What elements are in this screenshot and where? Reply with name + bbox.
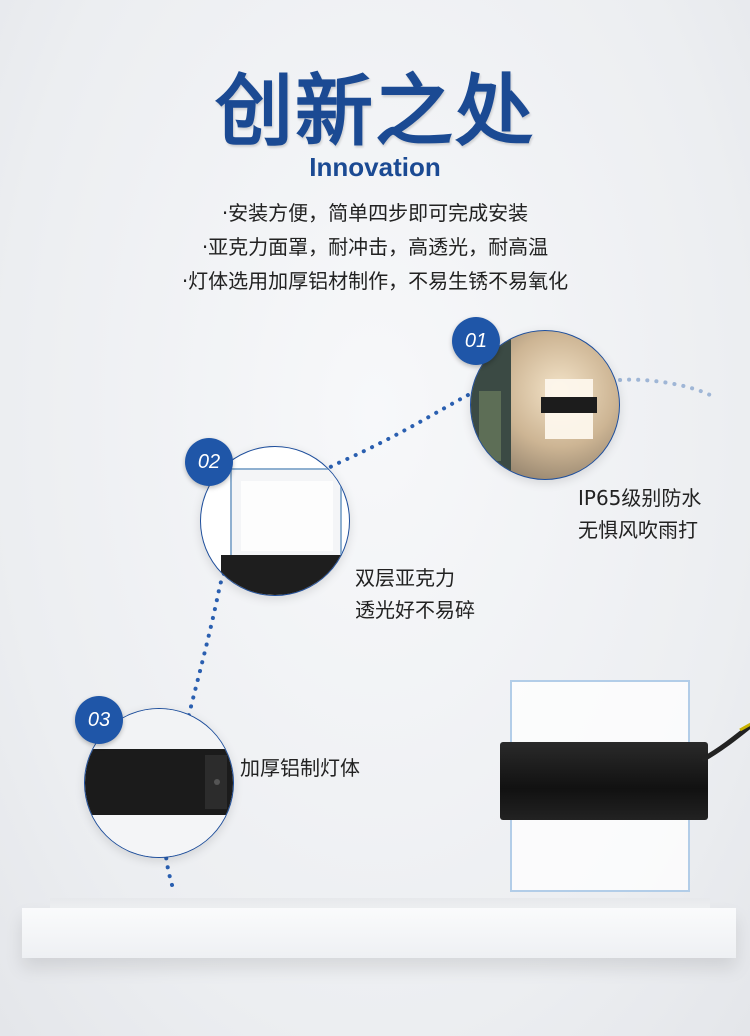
callout-label-line: 双层亚克力: [355, 566, 455, 590]
feature-item: ·灯体选用加厚铝材制作，不易生锈不易氧化: [181, 269, 569, 293]
callout-label-line: 透光好不易碎: [355, 598, 475, 622]
callout-badge-01: 01: [452, 317, 500, 365]
power-cable-icon: [700, 722, 750, 763]
callout-badge-02: 02: [185, 438, 233, 486]
wall-lamp-product: [500, 680, 750, 892]
page-title: 创新之处: [214, 67, 535, 157]
acrylic-closeup-icon: [221, 468, 349, 595]
feature-list: ·安装方便，简单四步即可完成安装 ·亚克力面罩，耐冲击，高透光，耐高温 ·灯体选…: [0, 196, 750, 298]
lamp-upper-shade: [510, 680, 690, 746]
feature-item: ·亚克力面罩，耐冲击，高透光，耐高温: [201, 235, 549, 259]
callout-label-03: 加厚铝制灯体: [240, 752, 360, 784]
callout-label-line: IP65级别防水: [578, 486, 702, 510]
callout-label-line: 加厚铝制灯体: [240, 756, 360, 780]
callout-label-02: 双层亚克力 透光好不易碎: [355, 562, 475, 626]
callout-label-01: IP65级别防水 无惧风吹雨打: [578, 482, 701, 546]
lamp-lower-shade: [510, 820, 690, 892]
display-shelf: [22, 908, 736, 958]
callout-label-line: 无惧风吹雨打: [578, 518, 698, 542]
feature-item: ·安装方便，简单四步即可完成安装: [221, 201, 529, 225]
page-subtitle: Innovation: [309, 152, 441, 182]
callout-badge-03: 03: [75, 696, 123, 744]
lamp-aluminum-band: [500, 742, 708, 820]
